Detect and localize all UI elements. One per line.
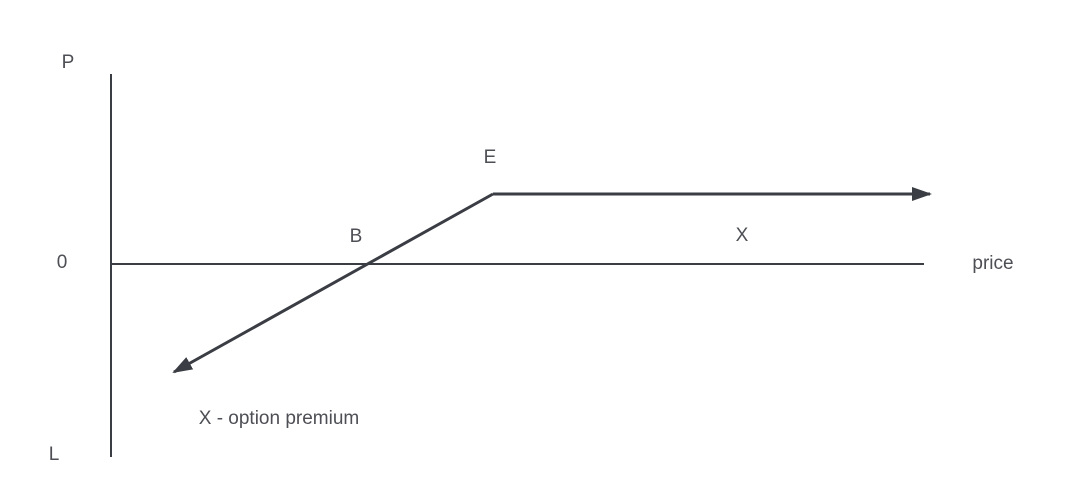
payoff-sloped-segment	[172, 192, 494, 374]
zero-label: 0	[56, 252, 68, 273]
premium-note: X - option premium	[198, 408, 360, 429]
strike-label: X	[735, 225, 749, 246]
profit-label: P	[61, 52, 75, 73]
breakeven-label: B	[349, 226, 363, 247]
loss-label: L	[48, 444, 60, 465]
x-axis-label: price	[972, 253, 1014, 274]
exercise-label: E	[483, 147, 497, 168]
